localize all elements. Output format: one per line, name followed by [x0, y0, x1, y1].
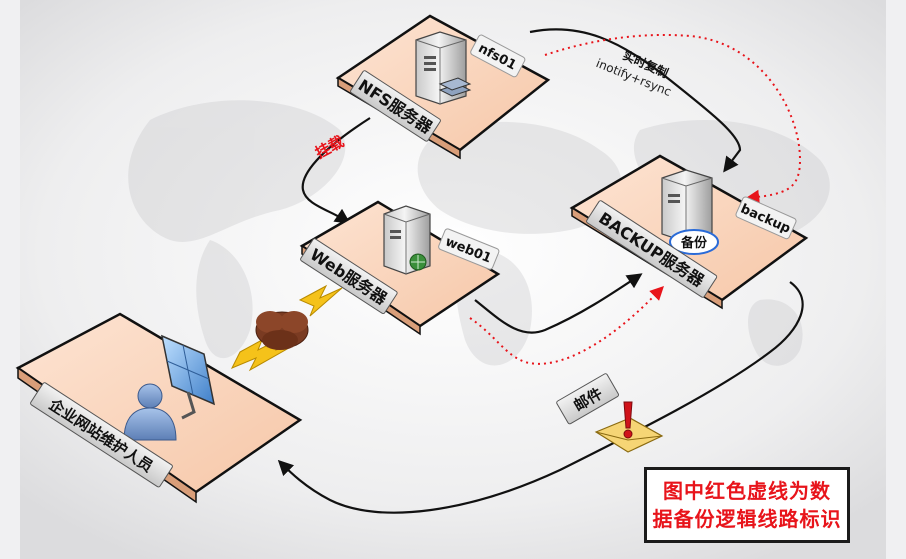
person-icon: [123, 383, 177, 441]
edge-nfs-to-backup: [529, 28, 742, 173]
nfs-server-icon: [415, 31, 472, 105]
legend-note-line2: 据备份逻辑线路标识: [652, 507, 842, 531]
web-server-icon: [383, 205, 431, 275]
edge-backup-to-maintainer: [277, 281, 804, 514]
nfs-host-tag: nfs01: [470, 34, 526, 78]
solid-connectors: [277, 28, 804, 514]
network-cloud-icon: [230, 284, 343, 372]
legend-note-line1: 图中红色虚线为数: [663, 479, 831, 503]
dashed-nfs-to-backup: [544, 33, 802, 204]
nfs-server-node[interactable]: NFS服务器 nfs01: [335, 14, 551, 160]
mail-alert-icon: [594, 401, 664, 453]
dashed-web-to-backup: [469, 286, 664, 365]
monitor-icon: [160, 334, 216, 420]
backup-badge-text: 备份: [680, 235, 708, 251]
legend-note: 图中红色虚线为数 据备份逻辑线路标识: [644, 467, 850, 543]
right-margin: [886, 0, 906, 559]
dashed-connectors: [469, 33, 802, 365]
backup-badge: 备份: [669, 229, 719, 255]
left-margin: [0, 0, 20, 559]
edge-nfs-to-web: [301, 117, 371, 224]
maintainer-node[interactable]: 企业网站维护人员: [15, 312, 303, 504]
edge-web-to-backup: [474, 273, 643, 334]
world-map: [128, 100, 830, 366]
